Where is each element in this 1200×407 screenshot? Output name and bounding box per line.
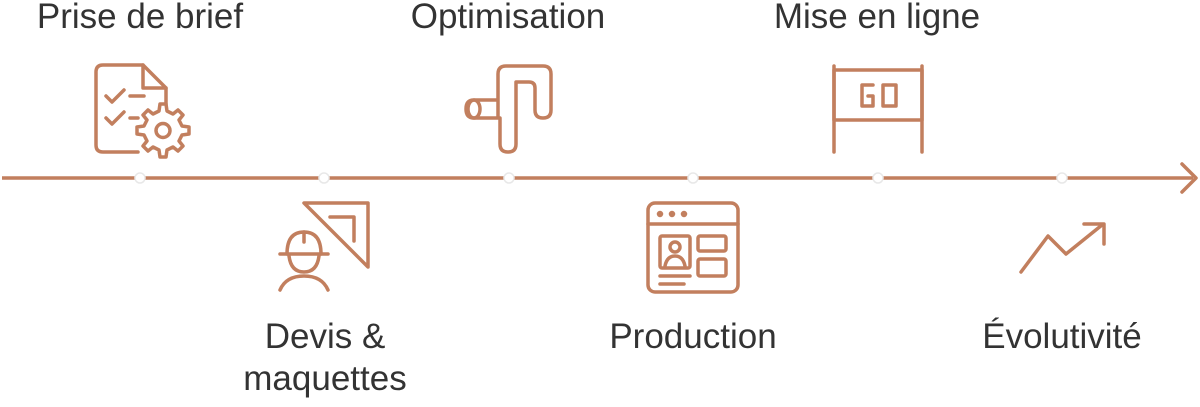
step-marker-5 <box>872 172 884 184</box>
step-markers <box>134 172 1068 184</box>
step-label-optimisation: Optimisation <box>410 0 606 36</box>
bent-pipe-icon <box>464 64 553 154</box>
step-marker-3 <box>503 172 515 184</box>
step-label-prise-de-brief: Prise de brief <box>36 0 244 36</box>
step-marker-2 <box>318 172 330 184</box>
worker-set-square-icon <box>278 201 370 292</box>
checklist-gear-icon <box>94 63 191 159</box>
timeline-arrowhead <box>1180 162 1198 194</box>
step-label-devis-maquettes: Devis & maquettes <box>243 317 407 398</box>
step-label-evolutivite: Évolutivité <box>982 317 1142 356</box>
step-label-mise-en-ligne: Mise en ligne <box>773 0 981 36</box>
browser-window-icon <box>646 201 740 294</box>
step-marker-1 <box>134 172 146 184</box>
step-marker-4 <box>687 172 699 184</box>
go-sign-icon <box>832 64 924 154</box>
step-label-production: Production <box>609 317 777 356</box>
step-marker-6 <box>1056 172 1068 184</box>
trend-up-arrow-icon <box>1019 222 1106 274</box>
